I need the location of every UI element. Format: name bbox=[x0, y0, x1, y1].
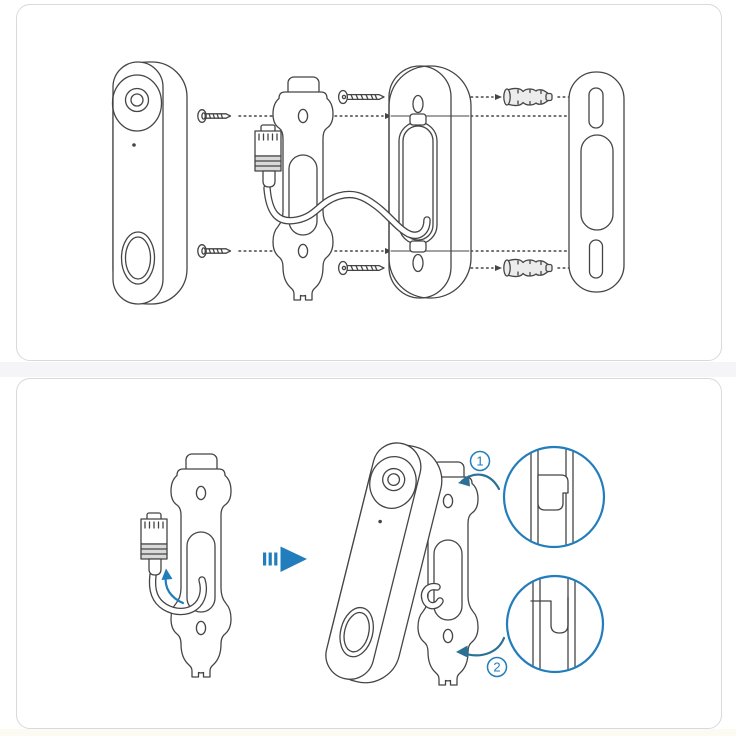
installation-steps-illustration: 1 2 bbox=[140, 442, 606, 686]
mic-dot bbox=[132, 143, 136, 147]
callout-circle-2 bbox=[505, 574, 605, 674]
top-hook-detail bbox=[530, 447, 574, 547]
wedge-plate bbox=[568, 71, 625, 293]
page-bottom-band bbox=[0, 729, 736, 736]
mic-dot bbox=[378, 519, 382, 524]
forward-arrow-icon bbox=[263, 546, 307, 572]
short-screw-top bbox=[197, 109, 232, 123]
rj45-connector-step bbox=[140, 512, 168, 576]
wall-anchor-bottom bbox=[503, 258, 553, 278]
callout-circle-1 bbox=[502, 445, 606, 549]
camera-lens-icon bbox=[124, 87, 150, 113]
camera-lens-icon bbox=[382, 467, 406, 492]
step2-badge: 2 bbox=[486, 656, 508, 678]
long-screw-top bbox=[337, 89, 385, 105]
doorbell-unit bbox=[111, 61, 188, 305]
panel-gap bbox=[0, 362, 736, 377]
installation-steps-panel: 1 2 bbox=[16, 378, 722, 729]
step1-number: 1 bbox=[476, 454, 483, 469]
doorbell-button bbox=[339, 606, 374, 658]
rj45-connector bbox=[254, 124, 282, 188]
step2-number: 2 bbox=[493, 660, 500, 675]
exploded-view-illustration bbox=[111, 61, 625, 305]
cable-pull-arrow bbox=[161, 568, 185, 605]
rj45-cable bbox=[263, 184, 431, 239]
bottom-hook-detail bbox=[530, 576, 576, 672]
short-screw-bottom bbox=[197, 244, 232, 258]
wall-anchor-top bbox=[503, 87, 553, 107]
step1-arrow bbox=[458, 473, 501, 491]
bracket-with-cable bbox=[170, 453, 232, 678]
step1-badge: 1 bbox=[469, 450, 491, 472]
step2-arrow bbox=[456, 636, 506, 658]
routed-cable bbox=[148, 571, 208, 616]
cable-loop-behind bbox=[420, 582, 444, 610]
backplate bbox=[388, 65, 472, 299]
exploded-view-panel bbox=[16, 4, 722, 361]
tilted-doorbell bbox=[325, 442, 443, 684]
long-screw-bottom bbox=[337, 260, 385, 276]
mounting-bracket bbox=[272, 76, 334, 301]
doorbell-button bbox=[120, 231, 156, 285]
